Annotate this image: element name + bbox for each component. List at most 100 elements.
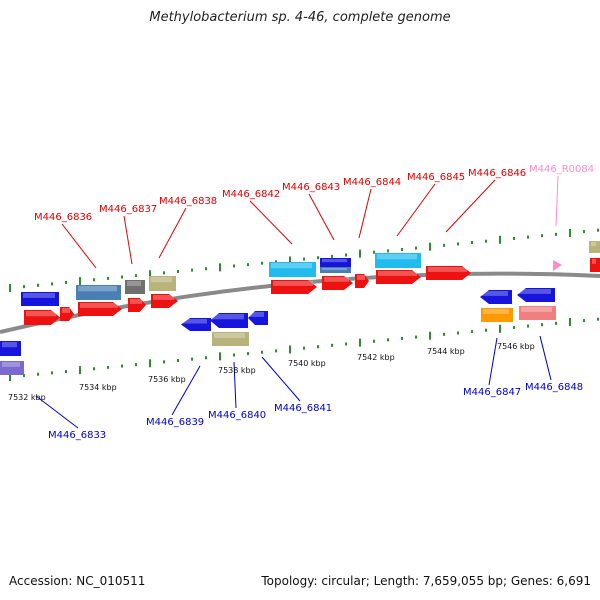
gene-m446-6843	[320, 258, 351, 267]
gene-red-body	[60, 307, 74, 321]
gene-steel	[320, 267, 351, 273]
gene-red-highlight	[592, 259, 596, 264]
gene-m446-6840	[212, 332, 249, 346]
gene-label-m446-6843[interactable]: M446_6843	[282, 182, 340, 193]
gene-m446-6847	[480, 290, 512, 304]
gene-label-m446-6838[interactable]: M446_6838	[159, 196, 217, 207]
leader-m446-6839	[171, 365, 201, 416]
gene-blue	[0, 341, 21, 356]
gene-m446-6846	[426, 266, 471, 280]
leader-m446-6837	[123, 215, 133, 265]
label-leader-lines	[35, 175, 559, 429]
gene-m446-6844-highlight	[357, 275, 365, 280]
gene-m446-6836-body	[76, 285, 121, 300]
gene-m446-6833-highlight	[2, 362, 20, 367]
gene-label-m446-6845[interactable]: M446_6845	[407, 172, 465, 183]
gene-blue-body	[210, 313, 248, 328]
gene-label-m446-6833[interactable]: M446_6833	[48, 430, 106, 441]
gene-label-m446-6841[interactable]: M446_6841	[274, 403, 332, 414]
gene-blue-highlight	[2, 342, 17, 348]
gene-label-m446-6847[interactable]: M446_6847	[463, 387, 521, 398]
gene-red-body	[590, 258, 600, 272]
scale-label-7544: 7544 kbp	[427, 347, 465, 356]
gene-m446-6847-highlight	[482, 291, 508, 296]
leader-m446-6843	[308, 193, 335, 241]
gene-label-m446-6840[interactable]: M446_6840	[208, 410, 266, 421]
gene-pink-highlight	[521, 307, 552, 312]
gene-label-m446-6848[interactable]: M446_6848	[525, 382, 583, 393]
gene-red	[24, 310, 60, 325]
gene-m446-6837	[125, 280, 145, 294]
forward-gene-labels: M446_6836 M446_6837 M446_6838 M446_6842 …	[34, 168, 526, 223]
leader-m446-6846	[445, 179, 496, 233]
gene-m446-6839-highlight	[183, 319, 207, 324]
gene-red-highlight	[62, 308, 70, 313]
leader-m446-6833	[35, 395, 79, 429]
gene-steel-body	[320, 267, 351, 273]
gene-m446-6839-body	[181, 318, 211, 331]
gene-label-m446-6842[interactable]: M446_6842	[222, 189, 280, 200]
gene-m446-6843-highlight	[322, 259, 347, 263]
gene-khaki	[589, 241, 600, 253]
gene-pink	[519, 306, 556, 320]
gene-label-m446-6839[interactable]: M446_6839	[146, 417, 204, 428]
gene-red	[376, 270, 421, 284]
gene-m446-6836-highlight	[78, 286, 117, 292]
gene-m446-6836	[76, 285, 121, 300]
gene-m446-6848	[517, 288, 555, 302]
gene-m446-6838-body	[149, 276, 176, 291]
leader-m446-6844	[358, 188, 372, 239]
map-title: Methylobacterium sp. 4-46, complete geno…	[149, 10, 451, 25]
gene-red	[271, 280, 317, 294]
gene-red-body	[271, 280, 317, 294]
gene-red-highlight	[378, 271, 417, 276]
gene-blue	[21, 292, 59, 306]
gene-m446-6839	[181, 318, 211, 331]
scale-label-7534: 7534 kbp	[79, 383, 117, 392]
gene-label-m446-r0084[interactable]: M446_R0084	[529, 164, 594, 175]
gene-m446-6848-body	[517, 288, 555, 302]
gene-khaki-body	[589, 241, 600, 253]
gene-m446-6842-body	[269, 262, 316, 277]
gene-features	[0, 241, 600, 375]
gene-red-highlight	[80, 303, 118, 308]
gene-label-m446-6837[interactable]: M446_6837	[99, 204, 157, 215]
scale-label-7542: 7542 kbp	[357, 353, 395, 362]
leader-m446-6840	[233, 361, 237, 409]
gene-red-highlight	[153, 295, 174, 300]
gene-label-m446-6836[interactable]: M446_6836	[34, 212, 92, 223]
gene-red-highlight	[130, 299, 142, 304]
gene-m446-6845-highlight	[377, 254, 417, 260]
gene-red	[590, 258, 600, 272]
gene-red	[151, 294, 178, 308]
gene-steel-highlight	[322, 268, 347, 271]
gene-red	[322, 276, 353, 290]
leader-m446-6847	[488, 337, 498, 386]
gene-pink-body	[519, 306, 556, 320]
leader-m446-6838	[158, 207, 187, 259]
gene-red-body	[151, 294, 178, 308]
gene-m446-6837-highlight	[127, 281, 141, 286]
leader-m446-6842	[249, 200, 293, 245]
genome-info-text: Topology: circular; Length: 7,659,055 bp…	[261, 574, 591, 588]
gene-m446-6841	[248, 311, 268, 325]
gene-m446-6833-body	[0, 361, 24, 375]
gene-m446-6845	[375, 253, 421, 268]
scale-label-7538: 7538 kbp	[218, 366, 256, 375]
gene-m446-6845-body	[375, 253, 421, 268]
gene-m446-6844	[355, 274, 369, 288]
gene-m446-6838-highlight	[151, 277, 172, 283]
gene-m446-6848-highlight	[519, 289, 551, 294]
gene-red-body	[376, 270, 421, 284]
scale-labels: 7532 kbp 7534 kbp 7536 kbp 7538 kbp 7540…	[8, 342, 535, 402]
gene-label-m446-6846[interactable]: M446_6846	[468, 168, 526, 179]
gene-m446-6840-highlight	[214, 333, 245, 338]
leader-m446-6836	[61, 223, 97, 269]
gene-red	[78, 302, 122, 316]
gene-label-m446-6844[interactable]: M446_6844	[343, 177, 401, 188]
gene-khaki-highlight	[591, 242, 596, 247]
gene-m446-6842	[269, 262, 316, 277]
gene-orange-body	[481, 308, 513, 322]
gene-m446-6846-body	[426, 266, 471, 280]
